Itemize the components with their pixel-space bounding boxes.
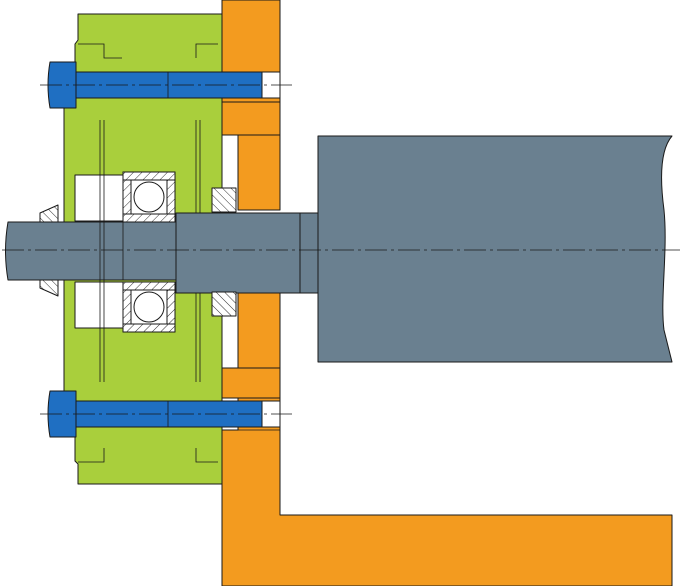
lip-seals [39, 187, 237, 317]
bearing-ball-upper [133, 181, 165, 213]
seal-right-top [211, 187, 237, 213]
upper-bearing [122, 171, 176, 223]
lower-bolt-shank [75, 400, 263, 428]
seal-right-bottom [211, 291, 237, 317]
upper-bolt-shank [75, 71, 263, 99]
housing-upper-step [221, 101, 281, 136]
flange-bearing-bore-top [74, 174, 124, 222]
ball-bearings [122, 171, 176, 333]
flange-bearing-bore-bottom [74, 281, 124, 329]
orange-housing [221, 0, 673, 586]
seal-left-bottom [39, 279, 59, 297]
lower-bearing [122, 281, 176, 333]
shaft-medium-section [175, 212, 301, 294]
seal-left-top [39, 204, 59, 223]
grey-shaft [5, 135, 673, 363]
housing-lower-step [221, 367, 281, 399]
center-lines [2, 84, 680, 415]
bearing-ball-lower [133, 291, 165, 323]
shaft-small-section [5, 221, 177, 281]
